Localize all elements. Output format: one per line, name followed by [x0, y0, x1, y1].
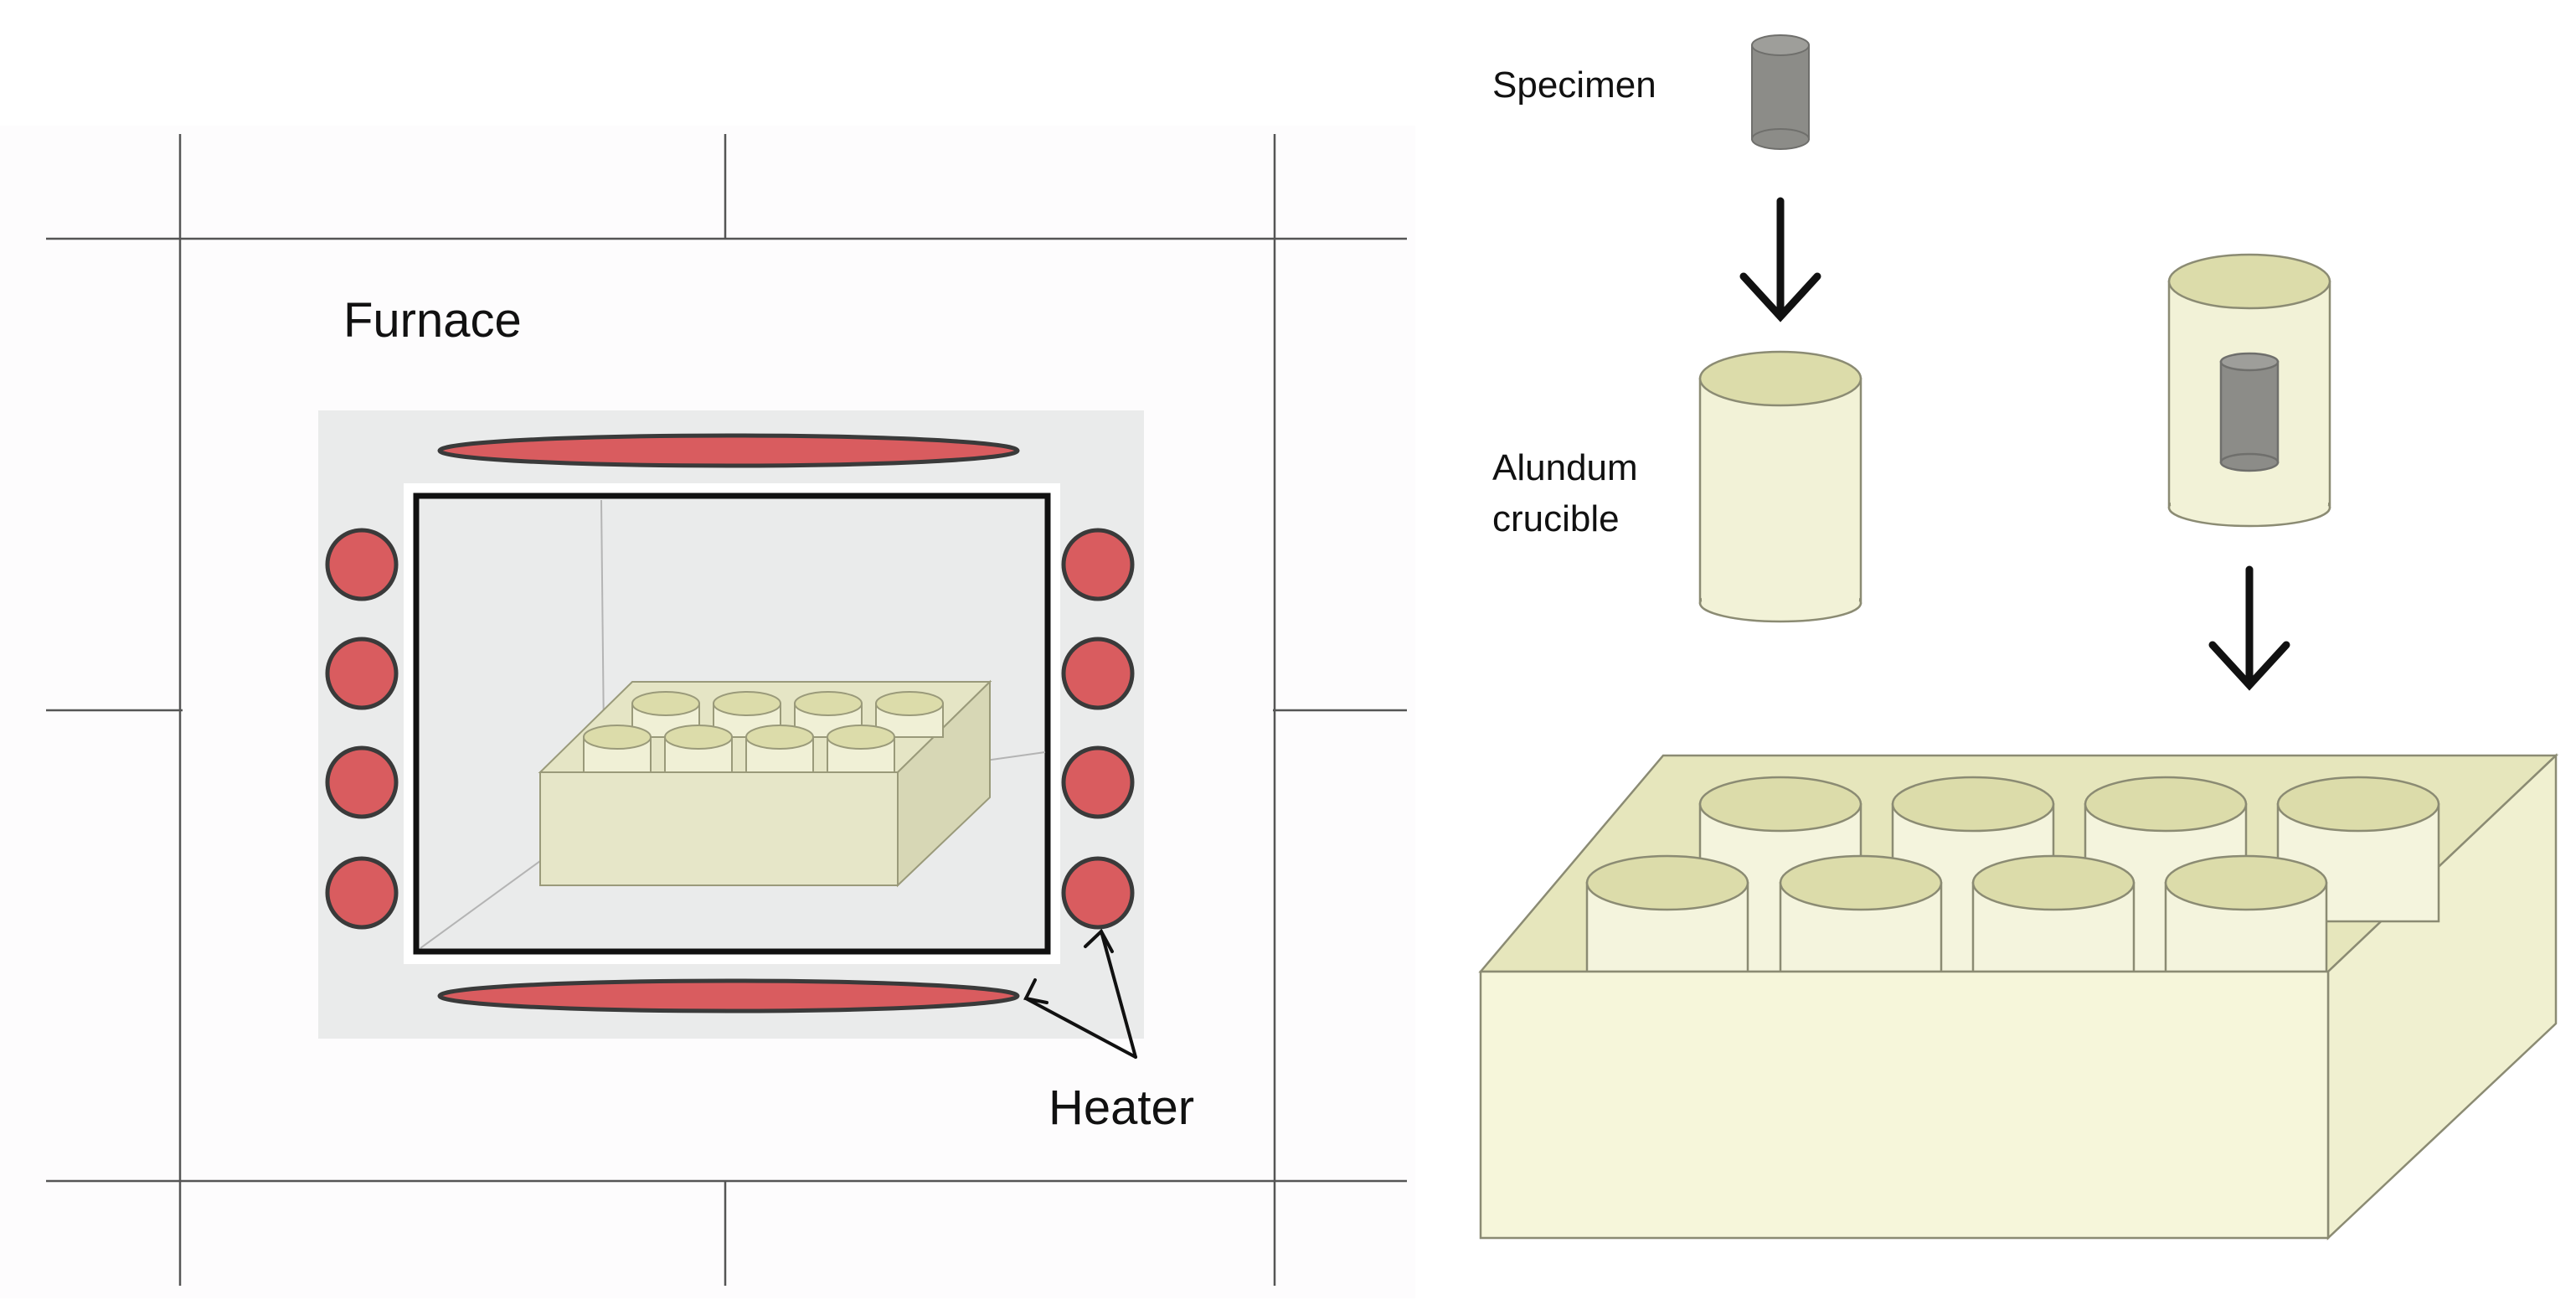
heater-pointer-arrows: [1023, 928, 1137, 1059]
heater-icon: [1061, 528, 1135, 601]
heater-bottom-icon: [437, 978, 1020, 1013]
tray-front-face: [1479, 970, 2330, 1240]
crucible-tray-icon: [1478, 753, 2559, 1240]
furnace-panel: Furnace: [0, 126, 1415, 1298]
heater-bars: [437, 433, 1020, 1013]
down-arrow-icon: [2208, 565, 2290, 691]
heater-side-circles: [325, 528, 1135, 930]
heater-icon: [1061, 637, 1135, 710]
tray-front-row: [1585, 854, 2328, 973]
heater-top-icon: [437, 433, 1020, 468]
tray-front-icon: [539, 771, 899, 886]
crucible-label-line2: crucible: [1492, 498, 1620, 539]
furnace-label: Furnace: [343, 293, 522, 348]
heater-icon: [325, 745, 399, 819]
heater-label: Heater: [1048, 1080, 1194, 1135]
down-arrow-icon: [1739, 197, 1821, 322]
heater-icon: [325, 637, 399, 710]
crucible-label-line1: Alundum: [1492, 447, 1638, 488]
furnace-tray: [538, 679, 992, 888]
loaded-crucible-icon: [2167, 253, 2331, 528]
specimen-label: Specimen: [1492, 64, 1656, 106]
specimen-icon: [1751, 34, 1810, 150]
crucible-icon: [1698, 350, 1862, 623]
heater-icon: [325, 856, 399, 930]
chamber-outer-ring: [404, 483, 1060, 964]
heater-icon: [1061, 856, 1135, 930]
brick-grid-lines: [46, 134, 1407, 1286]
heater-icon: [325, 528, 399, 601]
loading-panel: Specimen Alundum crucible: [1478, 34, 2559, 1240]
heater-icon: [1061, 745, 1135, 819]
